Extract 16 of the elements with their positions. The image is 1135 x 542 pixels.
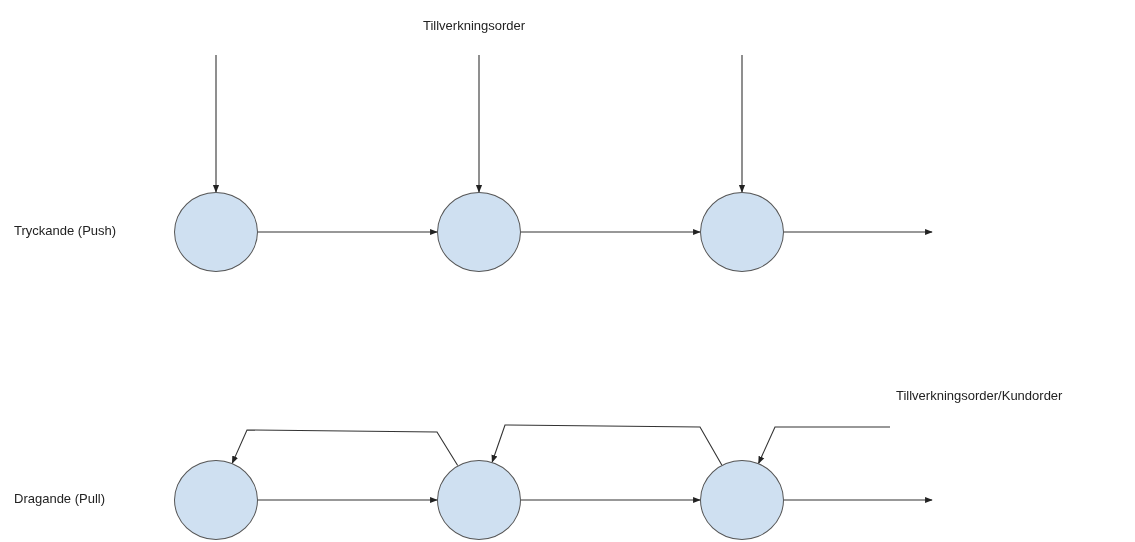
- arrow: [520, 496, 701, 504]
- arrow: [257, 228, 438, 236]
- arrow: [257, 496, 438, 504]
- arrow: [475, 54, 483, 193]
- arrow: [783, 228, 933, 236]
- text-label: Tillverkningsorder: [423, 18, 526, 33]
- arrow: [212, 54, 220, 193]
- text-label: Dragande (Pull): [14, 491, 106, 506]
- arrow: [231, 429, 459, 467]
- arrow: [758, 426, 891, 464]
- text-label: Tryckande (Push): [14, 223, 117, 238]
- arrow: [783, 496, 933, 504]
- arrow: [738, 54, 746, 193]
- arrow: [491, 424, 723, 466]
- text-label: Tillverkningsorder/Kundorder: [896, 388, 1063, 403]
- arrow: [520, 228, 701, 236]
